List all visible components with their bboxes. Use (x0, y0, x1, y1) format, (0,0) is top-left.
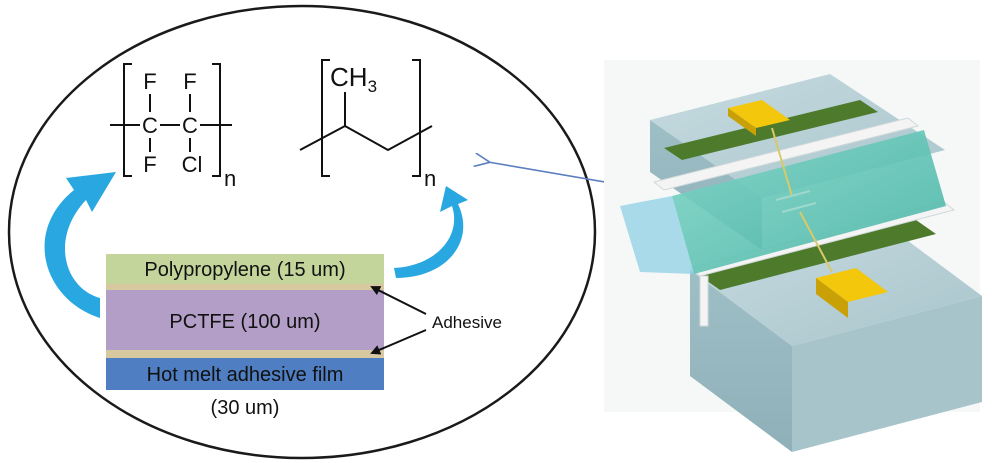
front-block-front (690, 270, 792, 452)
layer-hot-melt (106, 358, 384, 390)
pctfe-atom-f-bottom: F (143, 152, 156, 177)
gold-trace-front (799, 211, 833, 273)
layer-hot-melt-label: Hot melt adhesive film (147, 364, 344, 386)
arrow-to-pp-structure (394, 186, 468, 278)
gold-pad-back (728, 100, 790, 128)
gold-pad-front-edge (816, 278, 848, 318)
gold-pad-front (816, 268, 888, 302)
pctfe-atom-cl: Cl (182, 152, 203, 177)
detail-ellipse (7, 4, 597, 460)
pctfe-atom-f-top-2: F (183, 69, 196, 94)
pctfe-atom-f-top-1: F (143, 69, 156, 94)
membrane-film-overhang (620, 196, 694, 274)
device-illustration (604, 60, 982, 452)
gold-pad-back-edge (728, 108, 756, 136)
pp-backbone (299, 124, 433, 152)
pp-repeat-n: n (424, 166, 436, 191)
pctfe-structure: F F C C F Cl n (110, 63, 236, 191)
adhesive-callout: Adhesive (370, 286, 502, 355)
layer-pctfe (106, 290, 384, 350)
front-block-side (792, 296, 982, 452)
pctfe-atom-c-1: C (142, 113, 158, 138)
adhesive-strip-top (106, 284, 384, 290)
callout-arrow-bottom (370, 329, 427, 355)
pctfe-repeat-n: n (224, 166, 236, 191)
pctfe-atom-c-2: C (182, 113, 198, 138)
pctfe-right-bracket (212, 63, 221, 177)
pp-methyl-group: CH3 (330, 62, 377, 96)
green-strip-back (664, 100, 878, 160)
pp-methyl-ch: CH (330, 62, 368, 92)
hot-melt-thickness-label: (30 um) (211, 397, 280, 419)
arrow-to-pctfe-structure (44, 172, 116, 318)
adhesive-strip-bottom (106, 350, 384, 358)
adhesive-label: Adhesive (432, 313, 502, 332)
capacitor-plate-2 (781, 202, 817, 213)
pp-right-bracket (412, 59, 421, 177)
frame-post-front (699, 275, 709, 327)
layer-polypropylene-label: Polypropylene (15 um) (144, 259, 345, 281)
frame-rail-back (652, 117, 920, 191)
layer-pctfe-label: PCTFE (100 um) (169, 311, 320, 333)
laminate-stack: Polypropylene (15 um) PCTFE (100 um) Hot… (106, 254, 384, 419)
layer-polypropylene (106, 254, 384, 284)
blue-curved-arrows (44, 172, 468, 318)
green-strip-front (700, 220, 936, 290)
pp-left-bracket (321, 59, 330, 177)
callout-arrow-top (370, 286, 427, 315)
pp-methyl-subscript: 3 (368, 77, 377, 96)
polypropylene-structure: CH3 n (299, 59, 436, 191)
gold-trace-back (771, 127, 793, 197)
pctfe-left-bracket (123, 63, 132, 177)
membrane-film (672, 130, 946, 274)
capacitor-plate-1 (775, 190, 811, 201)
